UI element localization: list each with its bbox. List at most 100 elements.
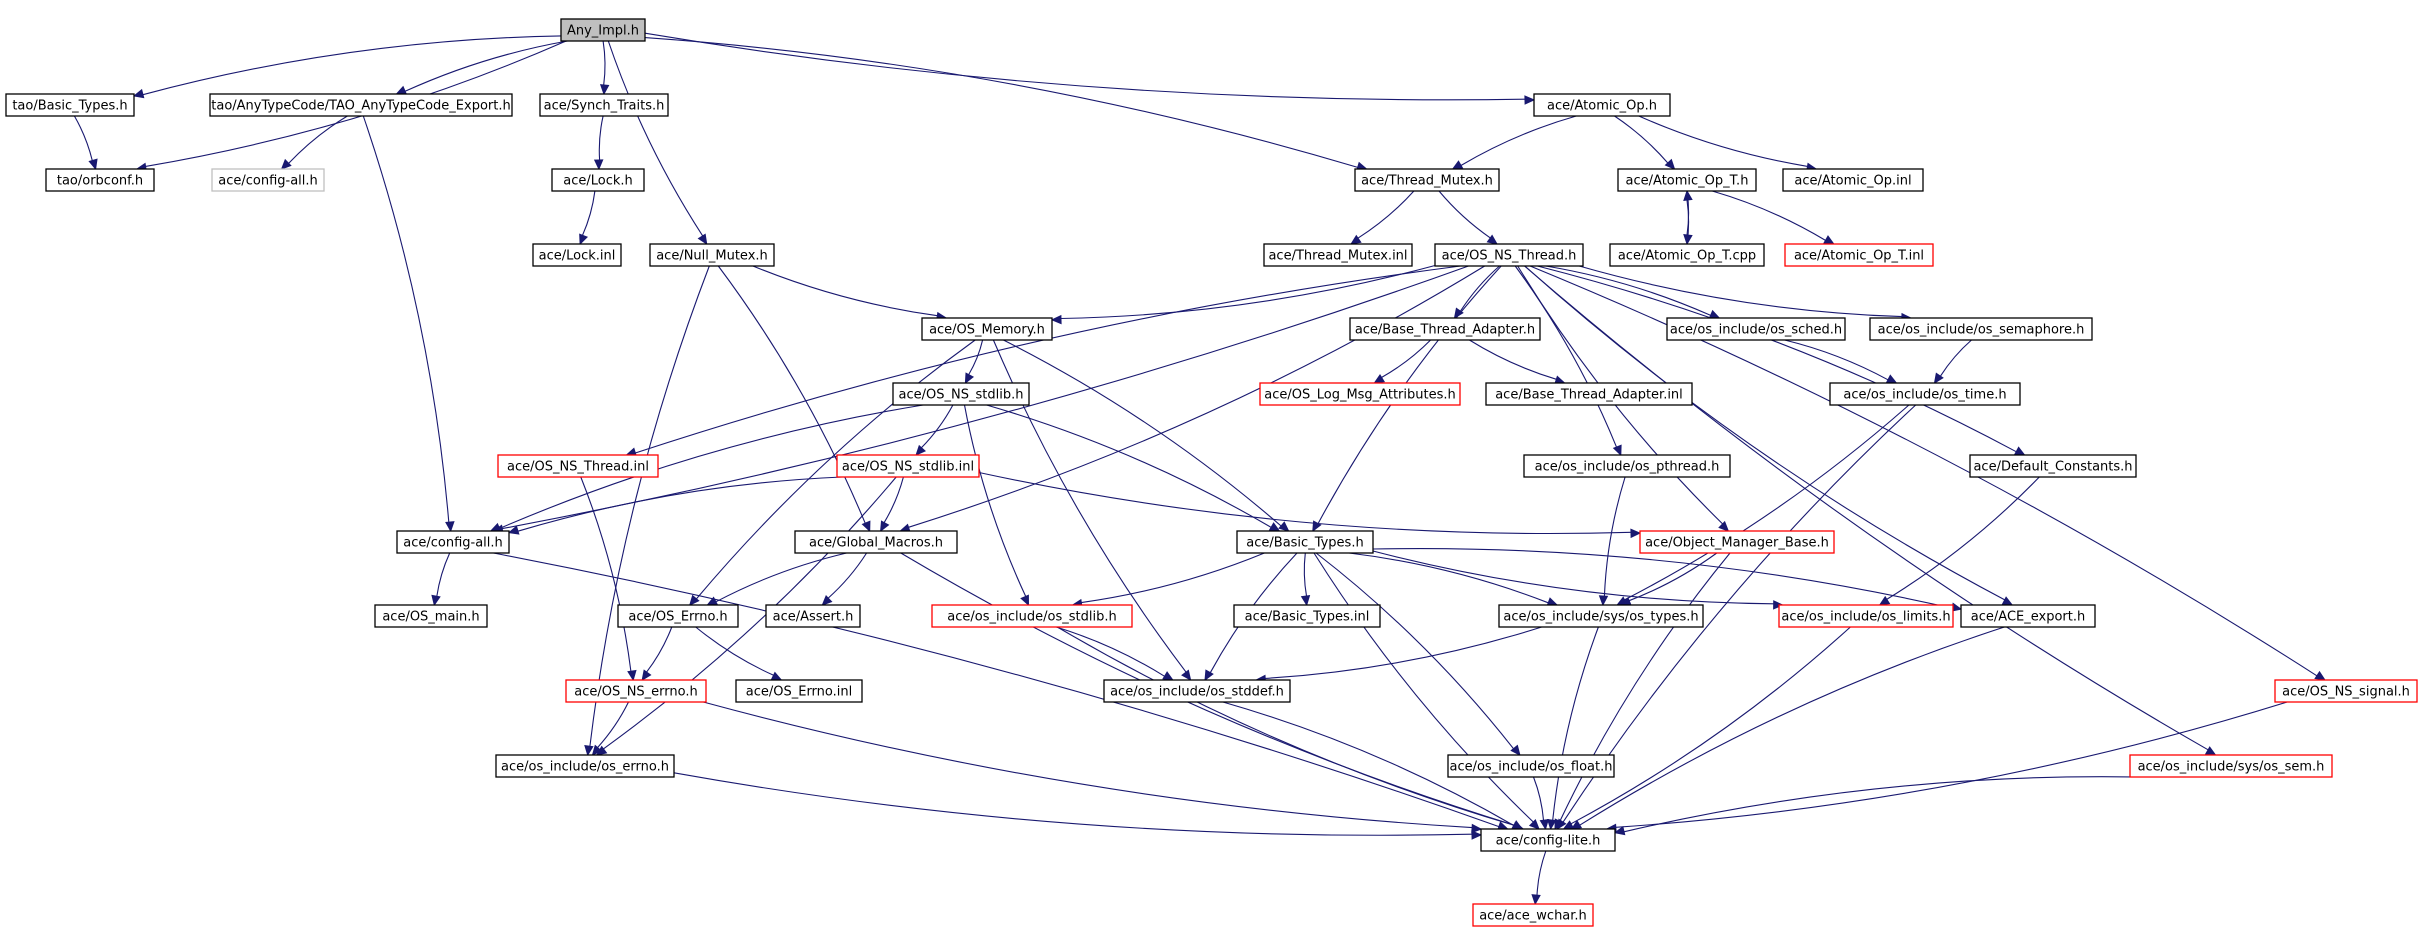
node-label: Any_Impl.h [567,24,639,39]
node-null-mutex[interactable]: ace/Null_Mutex.h [649,243,775,267]
node-os-include-errno[interactable]: ace/os_include/os_errno.h [495,754,675,778]
node-config-lite[interactable]: ace/config-lite.h [1480,828,1616,852]
node-os-sched[interactable]: ace/os_include/os_sched.h [1666,317,1846,341]
node-os-main[interactable]: ace/OS_main.h [374,604,488,628]
edge-any_impl-to-atomic_op_h [644,32,1536,105]
edge-line [1939,339,1972,377]
arrowhead-icon [1630,528,1642,539]
arrowhead-icon [1823,235,1835,245]
edge-line [695,339,976,600]
node-label: ace/os_include/os_errno.h [501,760,669,775]
node-os-stddef[interactable]: ace/os_include/os_stddef.h [1103,679,1291,703]
node-label: ace/Thread_Mutex.h [1361,174,1493,189]
arrowhead-icon [1350,234,1362,245]
node-global-macros[interactable]: ace/Global_Macros.h [794,530,958,554]
node-base-thread-adapter-h[interactable]: ace/Base_Thread_Adapter.h [1349,317,1541,341]
node-os-semaphore[interactable]: ace/os_include/os_semaphore.h [1869,317,2093,341]
node-box [560,18,646,42]
node-os-ns-thread-inl[interactable]: ace/OS_NS_Thread.inl [497,454,659,478]
node-assert-h[interactable]: ace/Assert.h [765,604,861,628]
node-ace-wchar[interactable]: ace/ace_wchar.h [1472,903,1594,927]
node-config-all-gray[interactable]: ace/config-all.h [211,168,325,192]
node-os-stdlib[interactable]: ace/os_include/os_stdlib.h [931,604,1133,628]
edge-line [1357,190,1415,239]
node-box [617,604,739,628]
edge-os_stdlib-to-os_stddef [1056,626,1174,681]
node-label: ace/Basic_Types.h [1246,536,1363,551]
node-atomic-op-t-inl[interactable]: ace/Atomic_Op_T.inl [1784,243,1934,267]
edge-os_time-to-sys_os_types [1616,404,1910,606]
node-os-errno-h[interactable]: ace/OS_Errno.h [617,604,739,628]
node-default-constants[interactable]: ace/Default_Constants.h [1969,454,2137,478]
node-label: ace/Object_Manager_Base.h [1645,536,1829,551]
node-os-memory[interactable]: ace/OS_Memory.h [921,317,1053,341]
node-box [1259,382,1461,406]
edge-line [1303,552,1308,597]
node-ace-basic-types-h[interactable]: ace/Basic_Types.h [1236,530,1374,554]
arrowhead-icon [1598,595,1609,607]
node-label: ace/Assert.h [773,610,854,625]
node-os-time[interactable]: ace/os_include/os_time.h [1829,382,2021,406]
node-sys-os-sem[interactable]: ace/os_include/sys/os_sem.h [2129,754,2333,778]
node-config-all[interactable]: ace/config-all.h [396,530,510,554]
edge-line [1381,339,1431,378]
node-box [892,382,1030,406]
node-lock-inl[interactable]: ace/Lock.inl [532,243,622,267]
node-box [539,93,669,117]
arrowhead-icon [88,158,98,171]
node-tao-anytypecode-export[interactable]: tao/AnyTypeCode/TAO_AnyTypeCode_Export.h [209,93,513,117]
node-os-limits[interactable]: ace/os_include/os_limits.h [1778,604,1954,628]
node-basic-types-inl[interactable]: ace/Basic_Types.inl [1233,604,1381,628]
node-label: ace/os_include/sys/os_sem.h [2138,760,2325,775]
edge-os_ns_stdlib_h-to-os_ns_stdlib_inl [915,404,954,456]
edge-ace_basic_types_h-to-os_stdlib [1071,552,1265,609]
node-atomic-op-h[interactable]: ace/Atomic_Op.h [1533,93,1671,117]
node-box [1236,530,1374,554]
node-thread-mutex-inl[interactable]: ace/Thread_Mutex.inl [1263,243,1413,267]
arrowhead-icon [2204,746,2217,756]
node-base-thread-adapter-inl[interactable]: ace/Base_Thread_Adapter.inl [1485,382,1693,406]
edge-line [1532,776,1545,821]
node-os-ns-errno-h[interactable]: ace/OS_NS_errno.h [565,679,707,703]
node-object-manager-base[interactable]: ace/Object_Manager_Base.h [1639,530,1835,554]
node-any-impl[interactable]: Any_Impl.h [560,18,646,42]
node-os-errno-inl[interactable]: ace/OS_Errno.inl [735,679,863,703]
node-atomic-op-inl[interactable]: ace/Atomic_Op.inl [1782,168,1924,192]
node-atomic-op-t-h[interactable]: ace/Atomic_Op_T.h [1617,168,1757,192]
node-thread-mutex-h[interactable]: ace/Thread_Mutex.h [1354,168,1500,192]
edge-ace_export-to-config_lite [1570,626,2005,830]
edge-line [1886,476,2040,600]
node-box [497,454,659,478]
node-tao-orbconf[interactable]: tao/orbconf.h [45,168,155,192]
arrowhead-icon [1511,820,1524,830]
node-box [1434,243,1584,267]
node-os-pthread[interactable]: ace/os_include/os_pthread.h [1523,454,1731,478]
edge-os_float-to-config_lite [1532,776,1549,831]
edge-line [1315,552,1514,750]
node-lock-h[interactable]: ace/Lock.h [551,168,645,192]
arrowhead-icon [1539,819,1549,831]
arrowhead-icon [1708,309,1721,319]
edge-line [921,404,954,449]
edge-line [1536,850,1547,896]
node-ace-export[interactable]: ace/ACE_export.h [1960,604,2096,628]
node-os-float[interactable]: ace/os_include/os_float.h [1447,754,1615,778]
node-box [765,604,861,628]
node-os-log-msg-attr[interactable]: ace/OS_Log_Msg_Attributes.h [1259,382,1461,406]
arrowhead-icon [641,669,652,682]
node-atomic-op-t-cpp[interactable]: ace/Atomic_Op_T.cpp [1609,243,1765,267]
node-label: ace/Atomic_Op.h [1547,99,1657,114]
node-synch-traits[interactable]: ace/Synch_Traits.h [539,93,669,117]
arrowhead-icon [697,233,708,246]
node-tao-basic-types[interactable]: tao/Basic_Types.h [5,93,135,117]
node-os-ns-stdlib-inl[interactable]: ace/OS_NS_stdlib.inl [836,454,980,478]
node-label: ace/os_include/os_stdlib.h [947,610,1116,625]
node-os-ns-stdlib-h[interactable]: ace/OS_NS_stdlib.h [892,382,1030,406]
edge-os_ns_errno_h-to-config_lite [703,701,1483,834]
node-os-ns-thread-h[interactable]: ace/OS_NS_Thread.h [1434,243,1584,267]
arrowhead-icon [1664,158,1676,170]
edge-null_mutex-to-os_memory [752,265,948,322]
node-sys-os-types[interactable]: ace/os_include/sys/os_types.h [1498,604,1704,628]
node-os-ns-signal[interactable]: ace/OS_NS_signal.h [2274,679,2418,703]
edge-line [602,40,606,86]
